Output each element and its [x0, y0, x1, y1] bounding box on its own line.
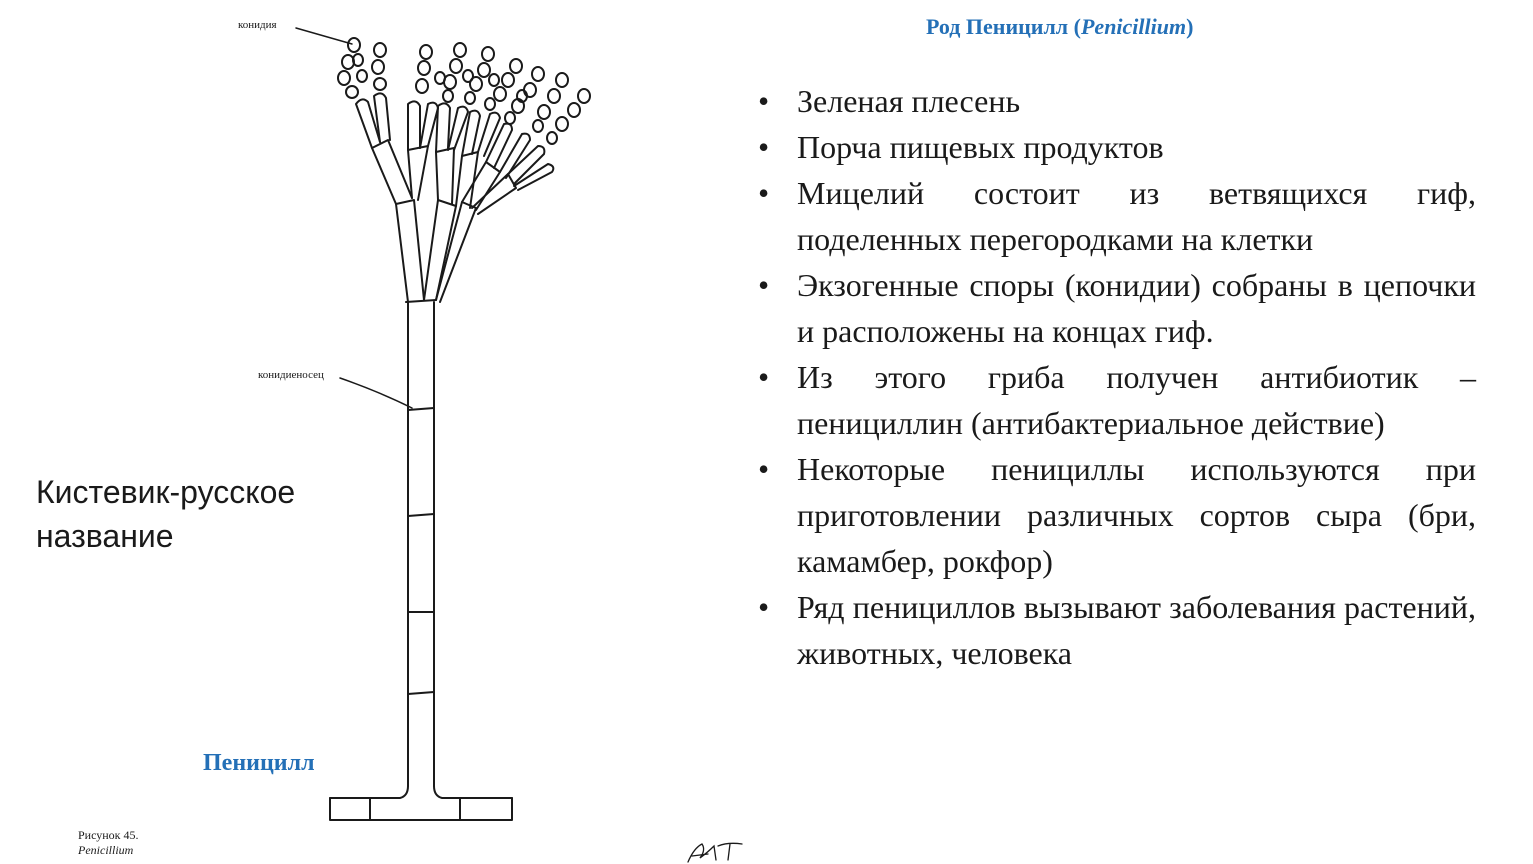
bullet-item: • Зеленая плесень	[756, 78, 1476, 124]
russian-name-line2: название	[36, 518, 174, 554]
bullet-dot: •	[758, 175, 770, 211]
bullet-dot: •	[758, 359, 770, 395]
bullet-text: Зеленая плесень	[797, 83, 1021, 119]
title-suffix: )	[1186, 14, 1194, 39]
bullet-item: • Ряд пенициллов вызывают заболевания рас…	[756, 584, 1476, 676]
bullet-text: Мицелий состоит из ветвящихся гиф, подел…	[797, 175, 1476, 257]
figure-latin-name: Penicillium	[78, 843, 134, 857]
label-conidia: конидия	[238, 19, 277, 31]
bullet-text: Порча пищевых продуктов	[797, 129, 1164, 165]
bullet-text: Ряд пенициллов вызывают заболевания раст…	[797, 589, 1476, 671]
bullet-item: • Экзогенные споры (конидии) собраны в це…	[756, 262, 1476, 354]
bullet-dot: •	[758, 83, 770, 119]
bullet-dot: •	[758, 451, 770, 487]
bullet-item: • Мицелий состоит из ветвящихся гиф, поде…	[756, 170, 1476, 262]
russian-name-note: Кистевик-русское название	[36, 470, 356, 558]
title-latin: Penicillium	[1080, 14, 1187, 39]
leader-lines	[295, 27, 413, 409]
bullet-text: Из этого гриба получен антибиотик – пени…	[797, 359, 1476, 441]
russian-name-line1: Кистевик-русское	[36, 474, 296, 510]
bullet-item: • Порча пищевых продуктов	[756, 124, 1476, 170]
conidia-chains	[337, 37, 591, 145]
bullet-dot: •	[758, 129, 770, 165]
figure-caption: Рисунок 45. Penicillium	[78, 828, 139, 858]
base-hypha	[329, 785, 513, 821]
diagram-caption: Пеницилл	[203, 750, 315, 776]
bullet-item: • Из этого гриба получен антибиотик – пен…	[756, 354, 1476, 446]
figure-number: Рисунок 45.	[78, 828, 139, 842]
conidiophore-stalk	[405, 299, 437, 787]
title-prefix: Род Пеницилл (	[926, 14, 1081, 39]
bullet-item: • Некоторые пенициллы используются при пр…	[756, 446, 1476, 584]
phialides	[355, 92, 555, 191]
metulae	[371, 139, 517, 303]
bullet-text: Некоторые пенициллы используются при при…	[797, 451, 1476, 579]
label-conidiophore: конидиеносец	[258, 369, 324, 381]
bullet-dot: •	[758, 267, 770, 303]
penicillium-diagram	[295, 27, 591, 821]
bullet-list: • Зеленая плесень • Порча пищевых продукто…	[756, 78, 1476, 676]
slide-title: Род Пеницилл (Penicillium)	[926, 14, 1193, 40]
bullet-dot: •	[758, 589, 770, 625]
signature-mark	[687, 842, 743, 863]
bullet-text: Экзогенные споры (конидии) собраны в цеп…	[797, 267, 1476, 349]
